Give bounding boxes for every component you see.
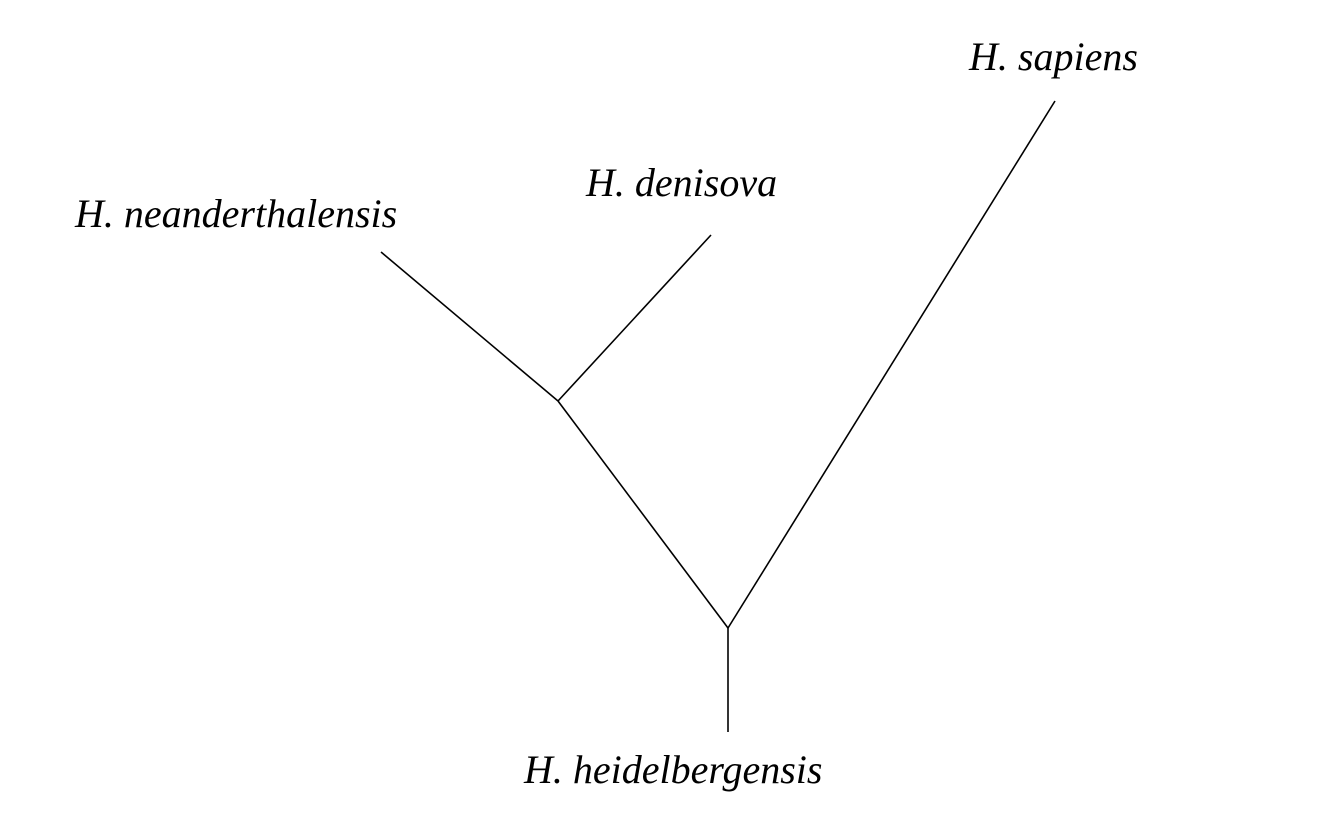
branch-denisova	[557, 234, 712, 402]
branch-sapiens	[727, 100, 1056, 629]
label-sapiens: H. sapiens	[968, 34, 1138, 79]
label-denisova: H. denisova	[585, 160, 777, 205]
branch-neanderthalensis	[380, 251, 559, 402]
label-heidelbergensis: H. heidelbergensis	[523, 747, 822, 792]
label-neanderthalensis: H. neanderthalensis	[74, 191, 397, 236]
branch-inner-clade	[557, 400, 729, 629]
